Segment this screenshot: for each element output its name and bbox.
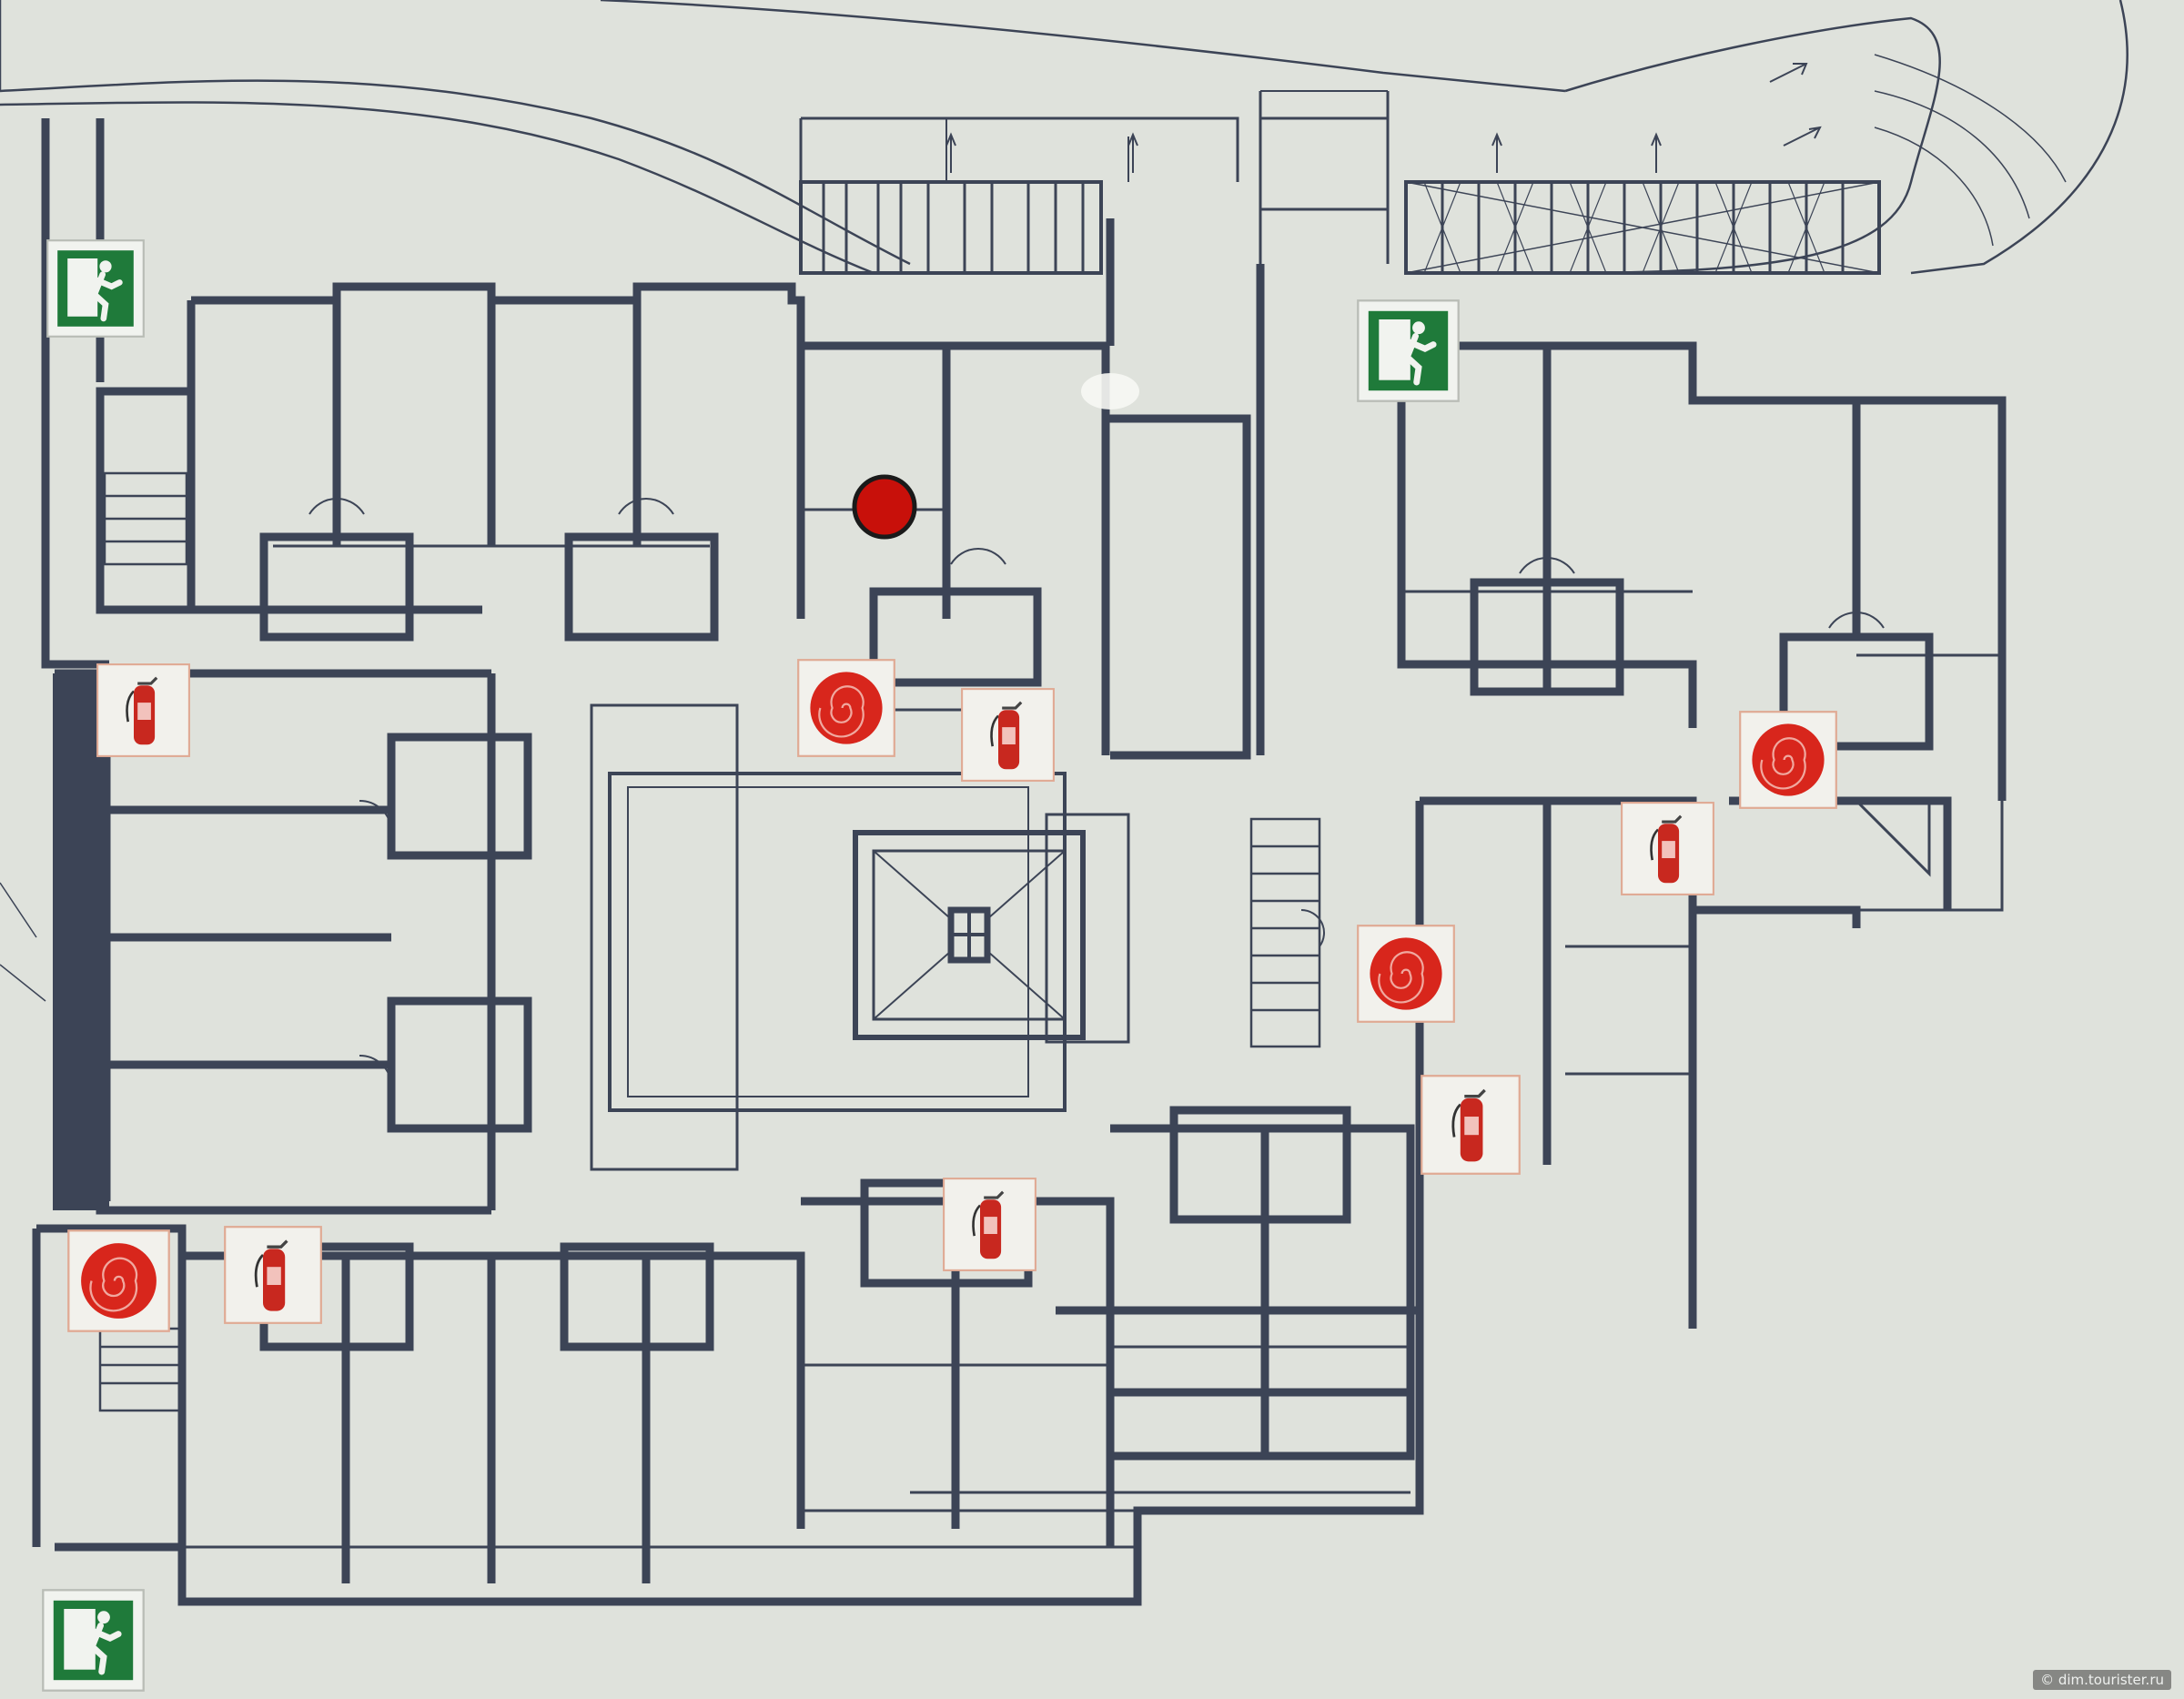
photo-glare <box>1081 373 1139 410</box>
fire-hose-reel-icon <box>1357 925 1455 1023</box>
fire-extinguisher-icon <box>96 662 191 758</box>
you-are-here-marker <box>852 474 917 540</box>
fire-extinguisher-icon <box>960 687 1056 783</box>
fire-extinguisher-icon <box>1420 1074 1522 1176</box>
emergency-exit-icon <box>43 1590 143 1690</box>
emergency-exit-icon <box>1358 300 1458 400</box>
fire-extinguisher-icon <box>223 1225 323 1325</box>
left-corridor <box>53 673 109 1210</box>
fire-hose-reel-icon <box>1739 711 1837 809</box>
central-atrium <box>590 703 1130 1171</box>
fire-extinguisher-icon <box>1620 801 1715 896</box>
fire-extinguisher-icon <box>942 1177 1037 1272</box>
door-swings <box>308 498 1885 1084</box>
emergency-exit-icon <box>47 240 144 337</box>
watermark-text: © dim.tourister.ru <box>2033 1670 2171 1690</box>
stairwells <box>98 471 1321 1412</box>
fire-hose-reel-icon <box>67 1229 170 1332</box>
terrace-railings <box>799 63 1881 275</box>
fire-hose-reel-icon <box>797 659 895 757</box>
